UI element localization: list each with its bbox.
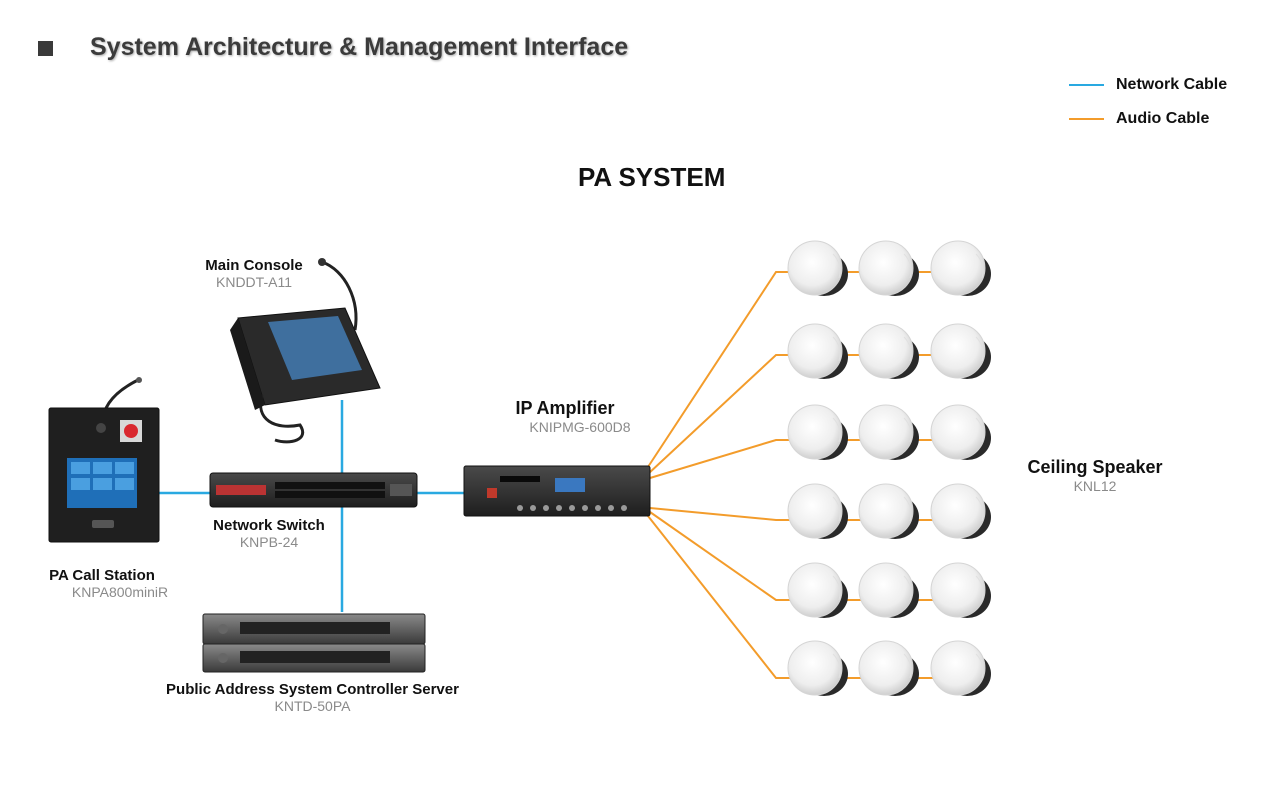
pa-call-station-label: PA Call Station KNPA800miniR [32, 567, 172, 600]
controller-server-model: KNTD-50PA [274, 698, 351, 714]
network-switch-model: KNPB-24 [239, 534, 299, 550]
controller-server-name: Public Address System Controller Server [166, 681, 459, 698]
title-bullet [38, 41, 53, 56]
pa-call-station-model: KNPA800miniR [71, 584, 169, 600]
ip-amplifier-image [463, 465, 651, 517]
main-console-image [230, 258, 381, 444]
legend-label: Audio Cable [1116, 110, 1210, 127]
ceiling-speaker-name: Ceiling Speaker [1027, 457, 1163, 477]
main-console-label: Main Console KNDDT-A11 [168, 257, 340, 290]
ceiling-speaker-model: KNL12 [1073, 478, 1117, 494]
diagram-heading: PA SYSTEM [578, 162, 726, 192]
legend-item-audio: Audio Cable [1069, 110, 1227, 128]
main-console-model: KNDDT-A11 [216, 274, 292, 290]
legend-label: Network Cable [1116, 76, 1228, 93]
pa-call-station-name: PA Call Station [49, 567, 155, 584]
network-switch-name: Network Switch [213, 517, 325, 534]
network-switch-label: Network Switch KNPB-24 [190, 517, 348, 550]
pa-call-station-image [48, 377, 160, 543]
network-switch-image [209, 472, 418, 508]
ip-amplifier-label: IP Amplifier KNIPMG-600D8 [490, 398, 640, 435]
page-title: System Architecture & Management Interfa… [90, 33, 629, 61]
legend-item-network: Network Cable [1069, 76, 1227, 94]
controller-server-label: Public Address System Controller Server … [150, 681, 475, 714]
ceiling-speaker-array [787, 240, 992, 697]
ip-amplifier-model: KNIPMG-600D8 [529, 419, 631, 435]
controller-server-image [202, 613, 426, 673]
audio-cable-swatch [1069, 118, 1104, 120]
main-console-name: Main Console [205, 257, 303, 274]
ip-amplifier-name: IP Amplifier [515, 398, 615, 418]
network-cable-swatch [1069, 84, 1104, 86]
ceiling-speaker-label: Ceiling Speaker KNL12 [1010, 457, 1180, 494]
legend: Network Cable Audio Cable [1069, 76, 1227, 128]
